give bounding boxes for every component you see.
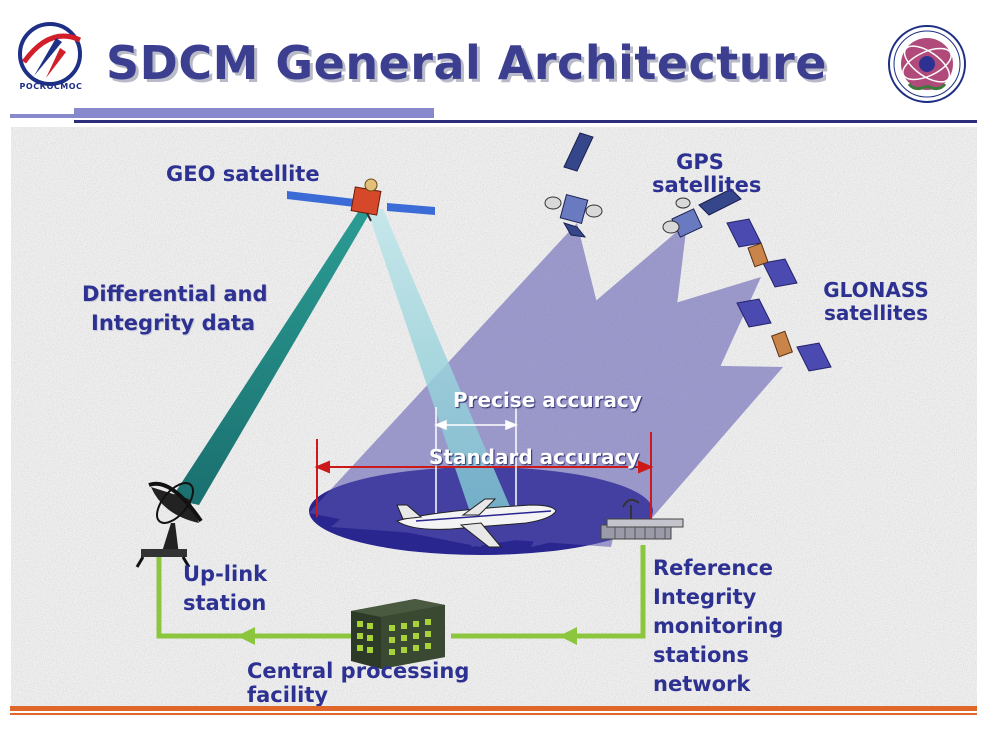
differential-integrity-label: Differential and Integrity data — [82, 280, 268, 338]
diagram-canvas — [11, 127, 977, 707]
standard-accuracy-label: Standard accuracy — [429, 445, 640, 469]
uplink-station-label: Up-link station — [183, 560, 267, 618]
glonass-satellite-icon — [726, 218, 798, 288]
precise-accuracy-label: Precise accuracy — [453, 388, 642, 412]
differential-label-line: Integrity data — [91, 311, 256, 335]
data-flow-path — [156, 545, 646, 639]
reference-label-line: stations — [653, 643, 749, 667]
reference-label-line: monitoring — [653, 614, 784, 638]
geo-satellite-label: GEO satellite — [166, 162, 320, 186]
roscosmos-logo-icon — [18, 22, 82, 86]
emblem-seal-icon — [888, 25, 966, 103]
gps-satellite-icon — [662, 188, 742, 238]
flow-arrow-icon — [559, 627, 577, 645]
page-title: SDCM General Architecture — [106, 36, 827, 90]
differential-label-line: Differential and — [82, 282, 268, 306]
central-processing-label: Central processing facility — [247, 659, 469, 707]
aircraft-icon — [395, 498, 557, 548]
standard-accuracy-measure — [314, 432, 654, 519]
gps-satellite-icon — [544, 132, 603, 238]
uplink-label-line: Up-link — [183, 562, 268, 586]
geo-downlink-beam — [367, 209, 511, 509]
header-separator — [10, 108, 977, 123]
geo-satellite-icon — [287, 178, 435, 222]
reference-label-line: Integrity — [653, 585, 757, 609]
glonass-label-line: satellites — [823, 301, 929, 325]
uplink-label-line: station — [183, 591, 267, 615]
footer-separator — [10, 706, 977, 715]
uplink-dish-icon — [135, 481, 203, 568]
central-label-line: Central processing — [247, 659, 470, 683]
glonass-satellites-label: GLONASS satellites — [818, 279, 934, 325]
precise-accuracy-measure — [433, 407, 519, 515]
gps-label-line: satellites — [652, 173, 762, 197]
reference-network-label: Reference Integrity monitoring stations … — [653, 554, 783, 699]
flow-arrow-icon — [237, 627, 255, 645]
uplink-beam — [171, 209, 371, 505]
reference-label-line: network — [653, 672, 751, 696]
central-facility-icon — [351, 599, 445, 669]
reference-label-line: Reference — [653, 556, 774, 580]
gps-label-line: GPS — [676, 150, 724, 174]
roscosmos-logo-text: РОСКОСМОС — [19, 82, 83, 91]
reference-station-icon — [600, 498, 684, 540]
central-label-line: facility — [247, 683, 329, 707]
glonass-label-line: GLONASS — [823, 278, 929, 302]
gps-satellites-label: GPS satellites — [652, 150, 762, 197]
glonass-satellite-icon — [736, 298, 832, 372]
